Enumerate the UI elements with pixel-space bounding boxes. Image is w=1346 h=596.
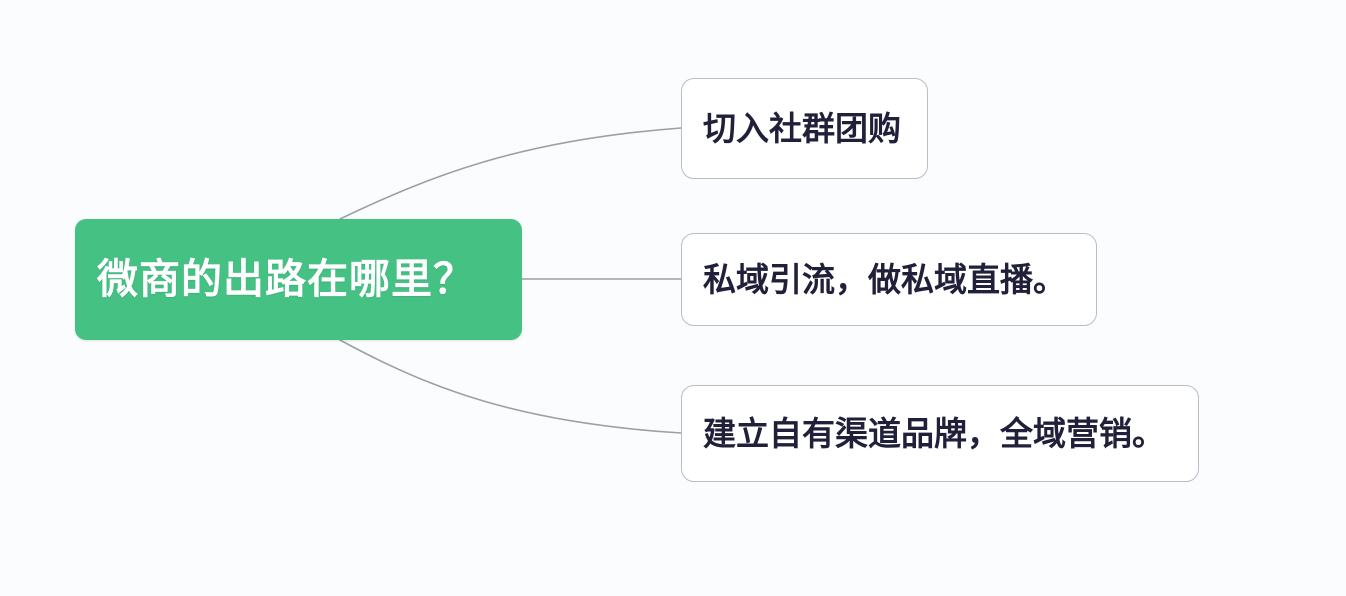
branch-node-2[interactable]: 私域引流，做私域直播。 bbox=[681, 233, 1097, 326]
branch-node-1[interactable]: 切入社群团购 bbox=[681, 78, 928, 179]
connector-root-to-branch-3 bbox=[339, 339, 682, 434]
root-node[interactable]: 微商的出路在哪里？ bbox=[75, 219, 522, 340]
branch-node-3-label: 建立自有渠道品牌，全域营销。 bbox=[703, 414, 1165, 452]
branch-node-2-label: 私域引流，做私域直播。 bbox=[703, 260, 1066, 298]
branch-node-3[interactable]: 建立自有渠道品牌，全域营销。 bbox=[681, 385, 1199, 482]
branch-node-1-label: 切入社群团购 bbox=[703, 109, 901, 147]
root-node-label: 微商的出路在哪里？ bbox=[97, 255, 475, 302]
connector-root-to-branch-1 bbox=[339, 127, 682, 220]
